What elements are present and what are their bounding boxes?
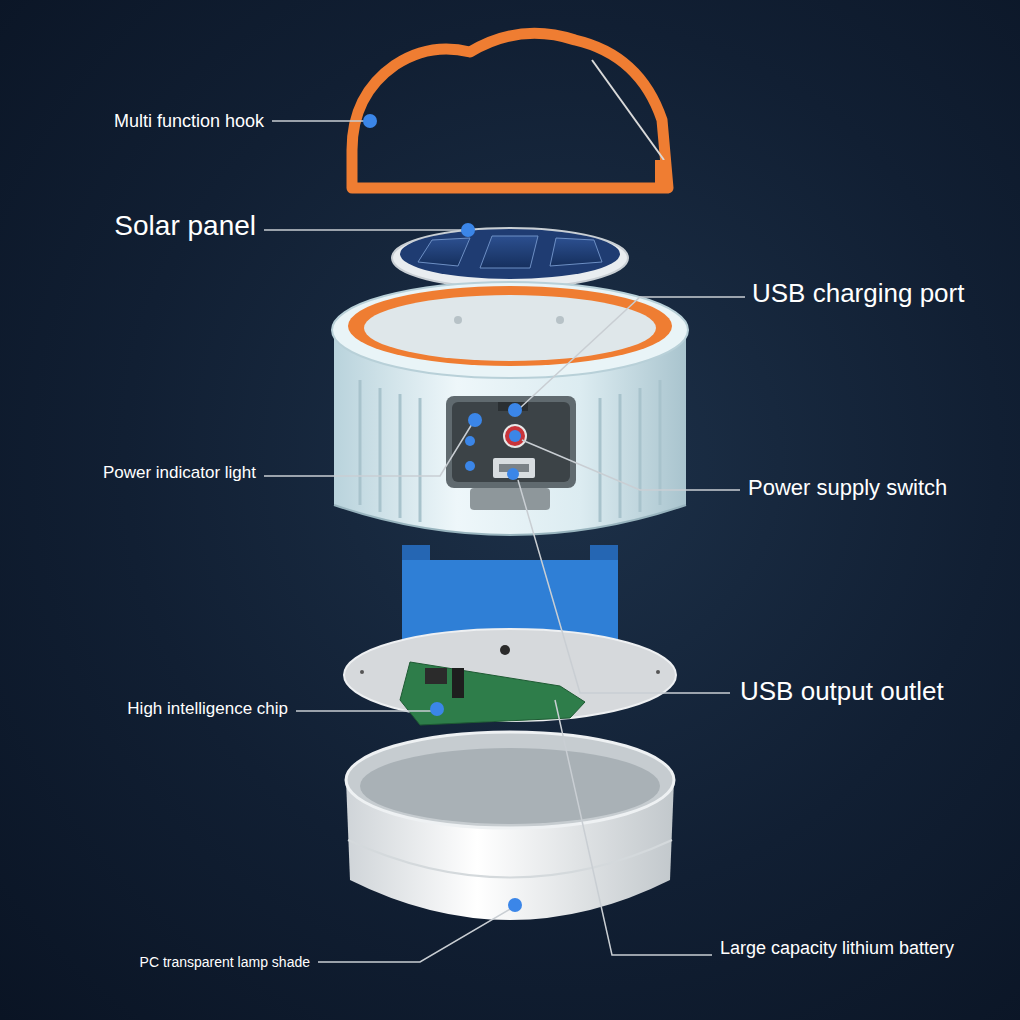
housing xyxy=(332,282,688,535)
part-label: Solar panel xyxy=(114,210,256,242)
part-label: Power supply switch xyxy=(748,475,947,500)
part-label: Power indicator light xyxy=(103,463,256,483)
leader-lines xyxy=(264,121,745,962)
callout-dots xyxy=(363,114,522,912)
part-label: Multi function hook xyxy=(114,111,264,132)
hook xyxy=(352,33,671,190)
solar-panel xyxy=(392,228,628,288)
lamp-shade xyxy=(346,732,674,920)
part-label: High intelligence chip xyxy=(127,699,288,719)
bracket xyxy=(402,545,618,640)
part-label: Large capacity lithium battery xyxy=(720,938,954,959)
part-label: PC transparent lamp shade xyxy=(140,954,310,970)
part-label: USB output outlet xyxy=(740,677,944,707)
part-label: USB charging port xyxy=(752,279,964,309)
